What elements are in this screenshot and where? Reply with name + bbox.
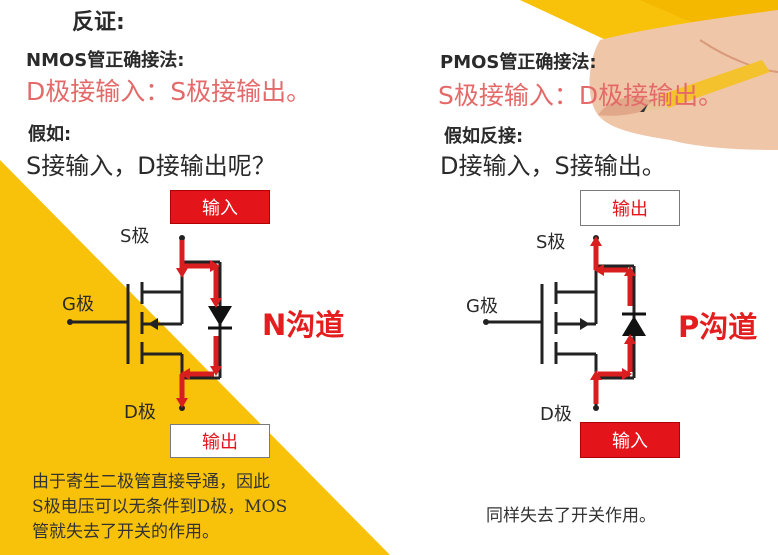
nmos-channel-label: N沟道 [262, 308, 345, 342]
pmos-input-box: 输入 [580, 422, 680, 458]
yellow-band-left [0, 160, 390, 555]
nmos-output-box: 输出 [170, 424, 270, 458]
nmos-assume-title: 假如: [28, 124, 72, 145]
pmos-drain-dot [593, 405, 599, 411]
nmos-body-diode [208, 306, 232, 326]
nmos-body-arrow [148, 318, 158, 330]
nmos-method-text: D极接输入：S极接输出。 [26, 77, 312, 106]
pmos-gate-dot [483, 319, 489, 325]
pmos-s-terminal-label: S极 [536, 232, 566, 253]
pmos-g-terminal-label: G极 [466, 296, 498, 317]
nmos-s-terminal-label: S极 [120, 226, 150, 247]
pmos-current-arrowheads [590, 236, 636, 380]
pmos-note: 同样失去了开关作用。 [486, 506, 656, 526]
pmos-body-arrow [580, 318, 590, 330]
nmos-note-line-3: 管就失去了开关的作用。 [32, 522, 219, 542]
nmos-note: 由于寄生二极管直接导通，因此 S极电压可以无条件到D极，MOS 管就失去了开关的… [32, 470, 287, 545]
nmos-d-terminal-label: D极 [124, 402, 156, 423]
pmos-d-terminal-label: D极 [540, 404, 572, 425]
pmos-assume-title: 假如反接: [444, 126, 524, 147]
nmos-note-line-2: S极电压可以无条件到D极，MOS [32, 497, 288, 517]
pmos-symbol [486, 238, 636, 408]
nmos-source-dot [179, 235, 185, 241]
nmos-note-line-1: 由于寄生二极管直接导通，因此 [32, 472, 270, 492]
pmos-assume-text: D接输入，S接输出。 [440, 152, 666, 180]
nmos-method-title: NMOS管正确接法: [26, 50, 185, 71]
heading: 反证: [72, 10, 125, 35]
nmos-assume-text: S接输入，D接输出呢？ [26, 152, 276, 180]
pmos-output-box: 输出 [580, 190, 680, 226]
nmos-g-terminal-label: G极 [62, 294, 94, 315]
pmos-body-diode [622, 316, 646, 336]
nmos-current-arrowheads [176, 260, 222, 408]
nmos-input-box: 输入 [170, 190, 270, 224]
pmos-channel-label: P沟道 [678, 310, 758, 344]
pmos-method-title: PMOS管正确接法: [440, 52, 597, 73]
nmos-gate-dot [67, 319, 73, 325]
pmos-method-text: S极接输入：D极接输出。 [438, 81, 724, 110]
